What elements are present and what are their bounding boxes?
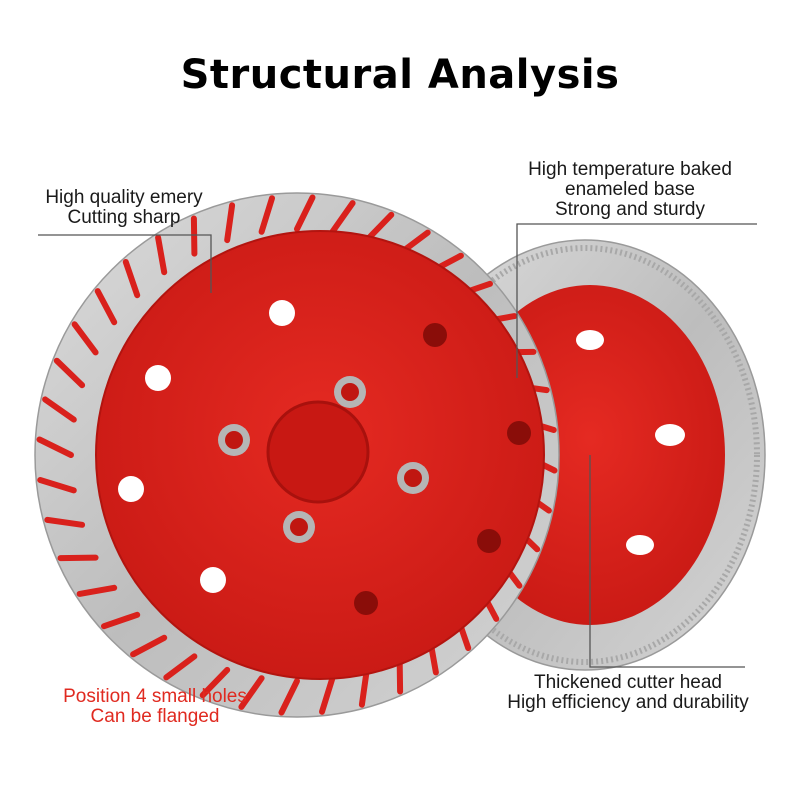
dark-hole [423,323,447,347]
turbo-segment [71,321,99,356]
dark-hole [477,529,501,553]
back-blade-hole [626,535,654,555]
flange-hole-inner [225,431,243,449]
turbo-segment [199,666,231,699]
turbo-segment [94,288,118,326]
leader-line-bottom-right [589,455,745,668]
turbo-segment [238,675,265,710]
turbo-segment [294,194,316,232]
turbo-segment [76,584,118,597]
front-blade-red-edge [95,230,545,680]
page-title: Structural Analysis [180,52,620,98]
turbo-segment [101,611,141,630]
dark-hole [507,421,531,445]
turbo-segment [278,678,300,716]
turbo-segment [224,202,236,244]
turbo-segment [319,675,336,715]
callout-emery-line-1: High quality emery [45,187,203,208]
turbo-segment [155,234,168,276]
turbo-segment [163,653,198,681]
cooling-hole [118,476,144,502]
turbo-segment [36,436,74,458]
turbo-segment [329,200,356,235]
dark-holes [354,323,531,615]
callout-base-line-3: Strong and sturdy [555,199,705,220]
cooling-hole [200,567,226,593]
back-blade-hole [655,424,685,446]
callout-cutter-head-line-1: Thickened cutter head [533,672,722,693]
callout-base-line-1: High temperature baked [528,159,732,180]
dark-hole [354,591,378,615]
callout-holes-line-1: Position 4 small holes [63,686,247,707]
turbo-segment [53,357,86,389]
leader-line-top-right [516,223,757,378]
cooling-hole [269,300,295,326]
arbor-hole [266,400,370,504]
flange-holes [218,376,429,543]
flange-hole-inner [290,518,308,536]
callout-base-line-2: enameled base [565,179,695,200]
callout-base: High temperature baked enameled base Str… [480,160,780,220]
flange-hole-inner [404,469,422,487]
cooling-hole [145,365,171,391]
leader-line-top-left [38,234,212,293]
turbo-segment [190,215,198,257]
turbo-segment [258,195,275,235]
turbo-segment [130,634,168,658]
turbo-segment [358,666,370,708]
front-blade [34,192,560,718]
turbo-segment [42,396,77,423]
callout-holes-line-2: Can be flanged [90,706,220,727]
callout-cutter-head: Thickened cutter head High efficiency an… [468,673,788,713]
callout-emery: High quality emery Cutting sharp [24,188,224,228]
turbo-segment [57,554,99,562]
leader-lines [38,223,757,668]
back-blade-hole [576,330,604,350]
turbo-segment [37,477,77,494]
callout-holes: Position 4 small holes Can be flanged [30,687,280,727]
turbo-segment [44,516,86,528]
callout-emery-line-2: Cutting sharp [67,207,181,228]
flange-hole-inner [341,383,359,401]
turbo-segment [122,259,141,299]
callout-cutter-head-line-2: High efficiency and durability [507,692,749,713]
cooling-holes [118,300,295,593]
